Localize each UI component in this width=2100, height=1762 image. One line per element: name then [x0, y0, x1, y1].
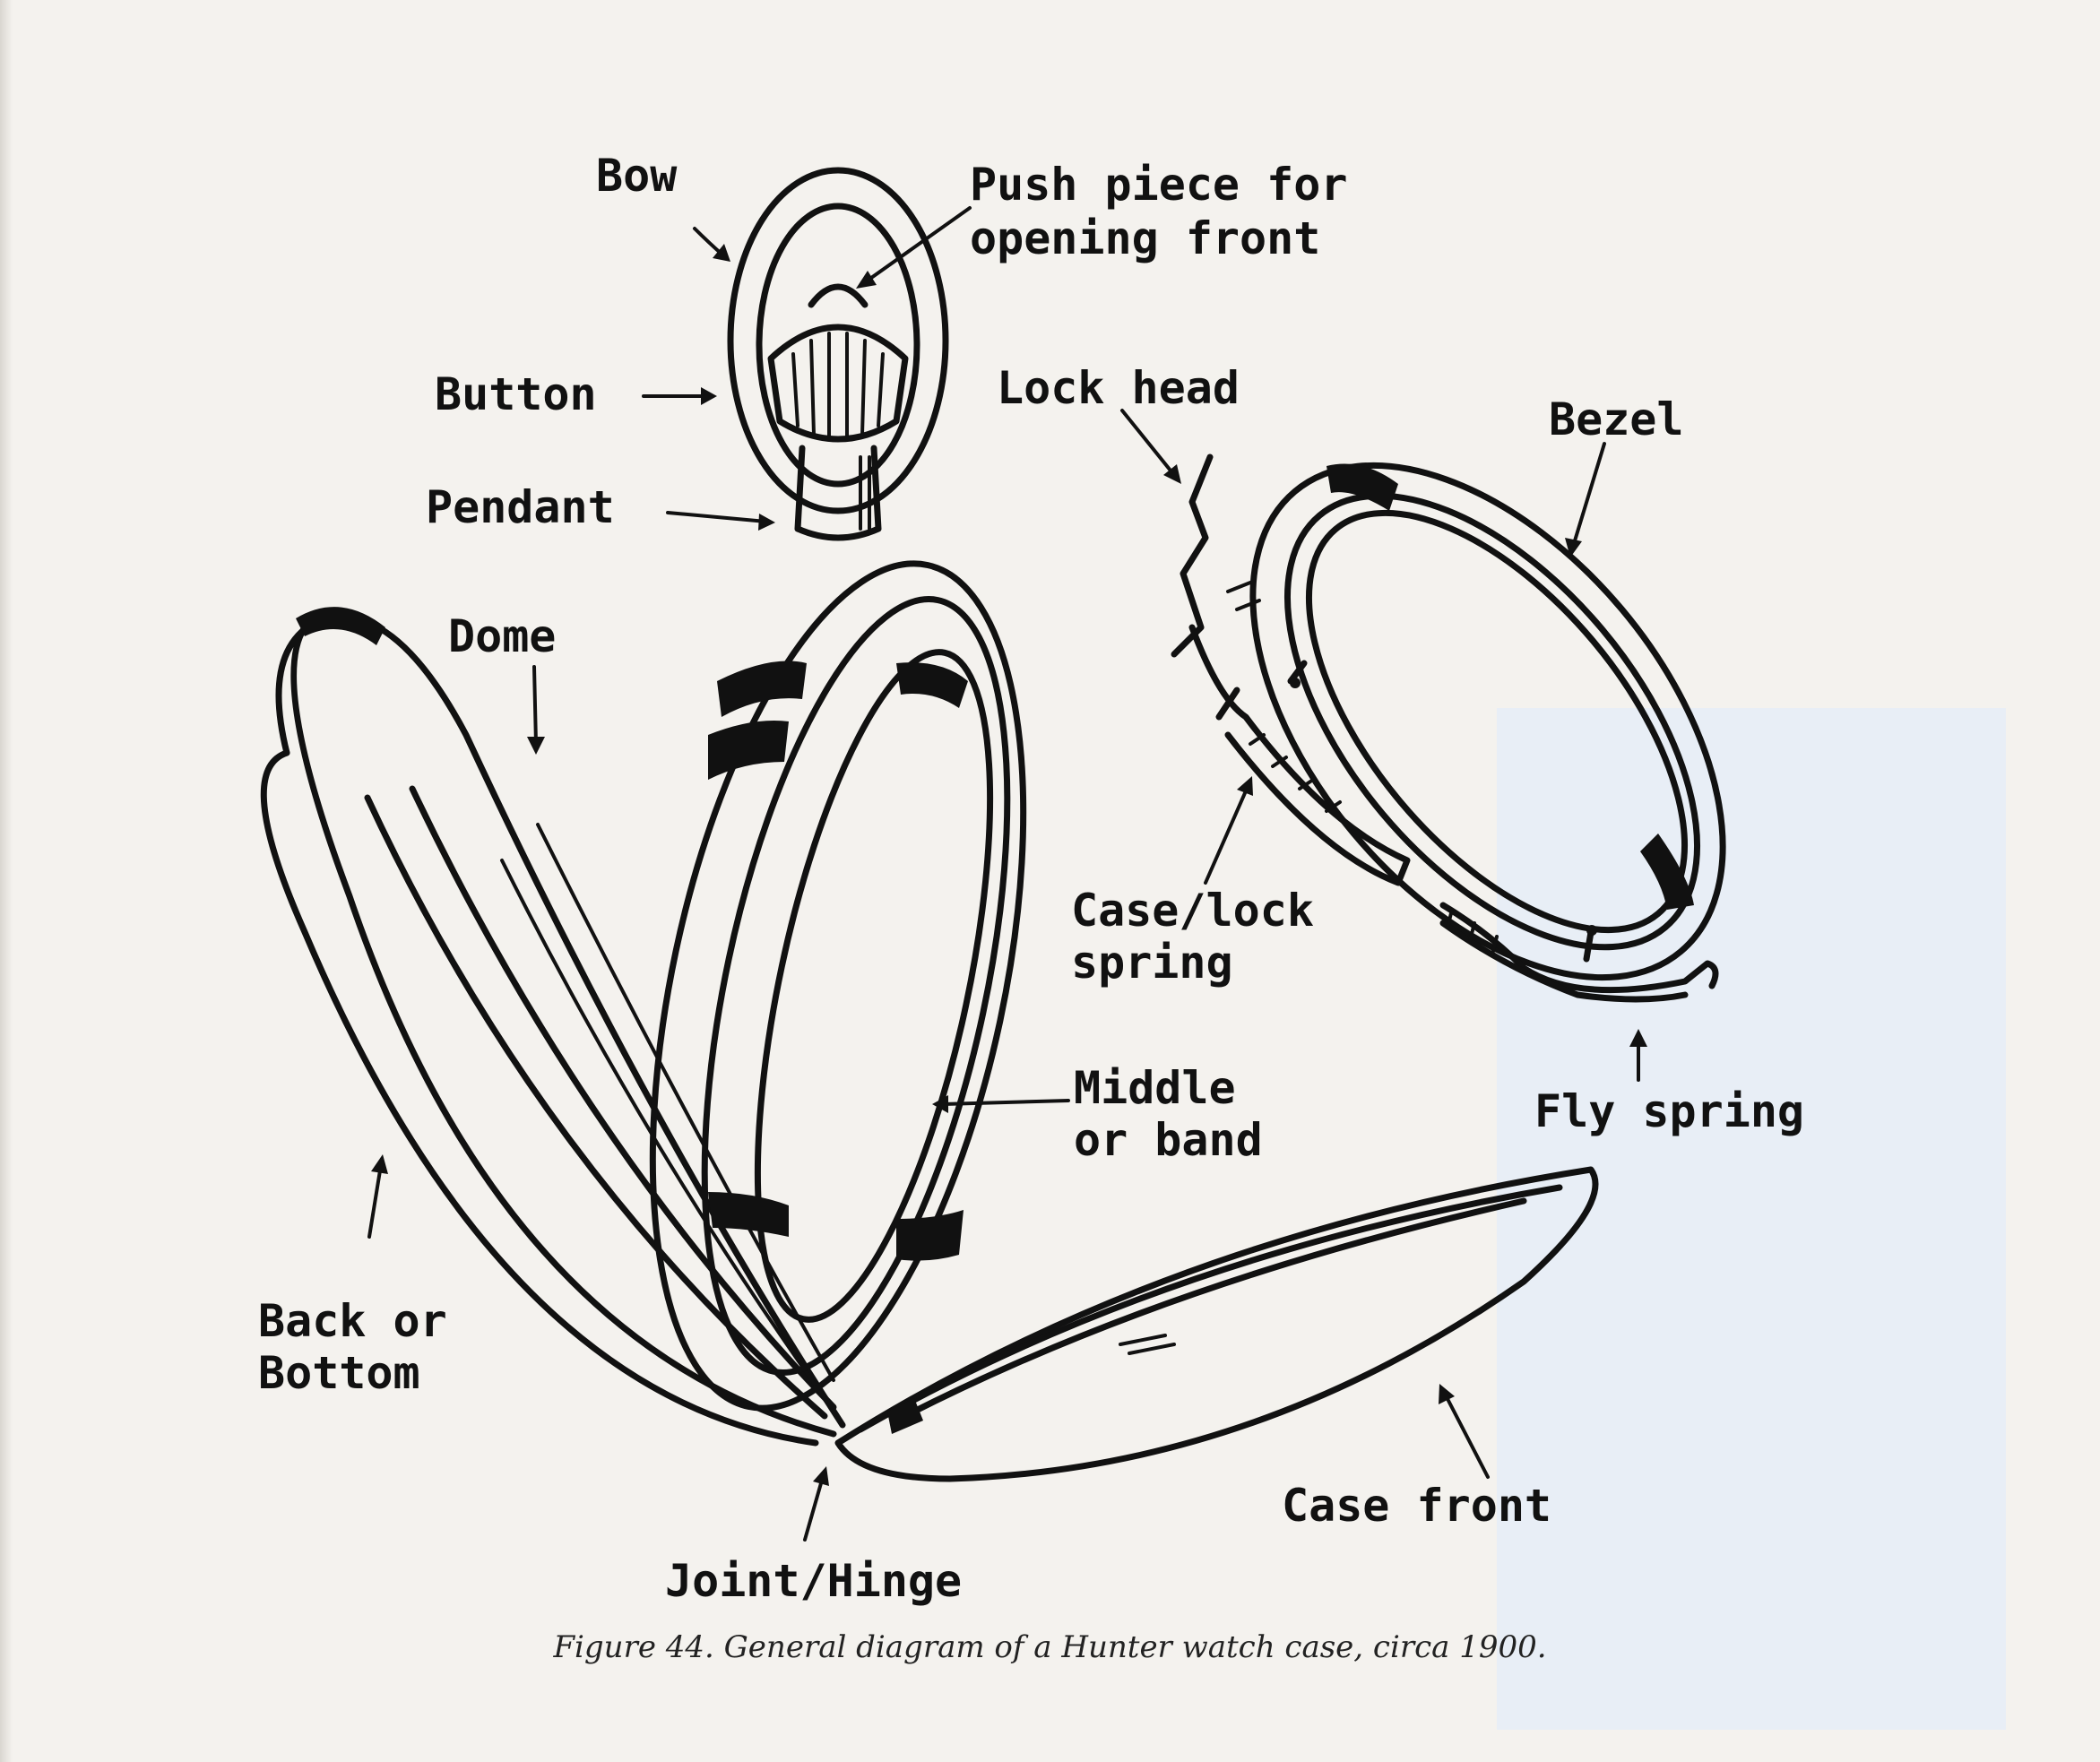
arrow-case-lock-spring: [1204, 785, 1249, 885]
label-back-line2: Bottom: [258, 1347, 420, 1399]
arrow-middle-band: [941, 1099, 1070, 1106]
label-push-piece-line1: Push piece for: [970, 159, 1348, 211]
back-shell-drawing: [260, 607, 846, 1447]
label-back-line1: Back or: [258, 1295, 447, 1347]
bow-drawing: [727, 167, 949, 514]
middle-band-drawing: [649, 560, 1027, 1412]
label-dome: Dome: [448, 610, 557, 662]
arrow-back-bottom: [367, 1163, 383, 1239]
label-middle-line2: or band: [1074, 1114, 1263, 1166]
button-drawing: [767, 283, 909, 443]
fly-spring-drawing: [1439, 902, 1719, 1003]
leader-arrows: [367, 206, 1647, 1542]
lock-spring-drawing: [1171, 453, 1411, 886]
label-push-piece-line2: opening front: [970, 212, 1321, 264]
label-button: Button: [435, 368, 597, 420]
label-pendant: Pendant: [426, 481, 615, 533]
label-fly-spring: Fly spring: [1534, 1085, 1805, 1137]
arrow-pendant: [666, 511, 768, 523]
label-case-lock-line2: spring: [1071, 937, 1233, 989]
label-lock-head: Lock head: [997, 362, 1240, 414]
label-case-lock-line1: Case/lock: [1071, 885, 1314, 937]
arrow-dome: [532, 665, 538, 746]
arrow-joint-hinge: [803, 1475, 825, 1542]
case-front-drawing: [834, 1166, 1599, 1482]
arrow-case-front: [1443, 1392, 1490, 1479]
arrow-push-piece: [863, 206, 972, 284]
label-middle-line1: Middle: [1074, 1062, 1236, 1114]
figure-caption: Figure 44. General diagram of a Hunter w…: [553, 1629, 1547, 1665]
arrow-bezel: [1571, 442, 1606, 548]
arrow-lock-head: [1120, 409, 1176, 477]
label-bow: Bow: [596, 150, 678, 202]
label-joint-hinge: Joint/Hinge: [665, 1555, 963, 1607]
bezel-drawing: [1226, 462, 1726, 981]
label-bezel: Bezel: [1549, 393, 1684, 445]
page-edge-shadow: [0, 0, 13, 1762]
label-case-front: Case front: [1282, 1480, 1552, 1532]
pendant-drawing: [794, 445, 882, 541]
